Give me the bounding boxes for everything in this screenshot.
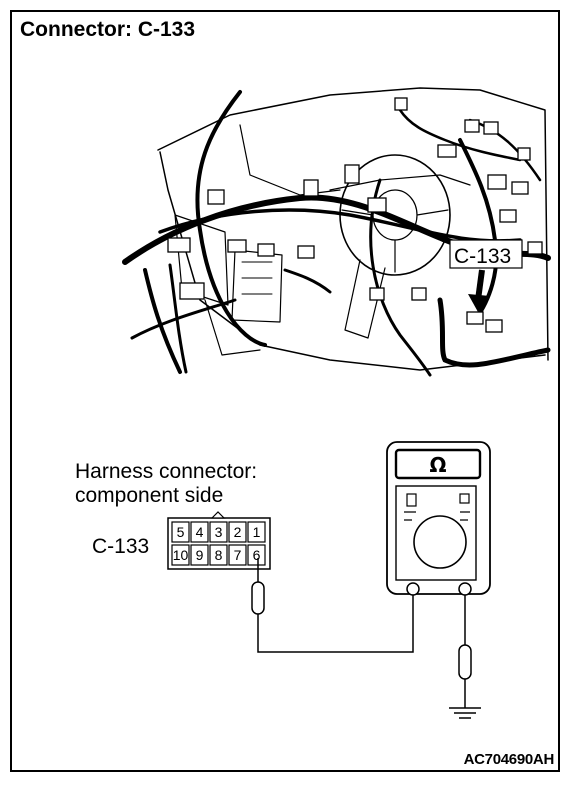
ohmmeter: Ω (386, 441, 491, 596)
pin-number: 8 (215, 547, 223, 563)
pin-number: 1 (253, 524, 261, 540)
connector-block (437, 144, 457, 158)
probe-ground (449, 595, 481, 719)
meter-jack-com (406, 582, 420, 596)
pin-cell (247, 521, 266, 543)
pin-number: 2 (234, 524, 242, 540)
pin-number: 6 (253, 547, 261, 563)
harness-label-line1: Harness connector: (75, 460, 258, 483)
pin-number: 10 (173, 547, 189, 563)
pin-number: 9 (196, 547, 204, 563)
meter-ohm-symbol: Ω (429, 453, 446, 477)
connector-block (367, 197, 387, 213)
meter-switch-right (459, 493, 470, 504)
meter-dial (413, 515, 467, 569)
pin-cell (190, 544, 209, 566)
figure-frame (10, 10, 560, 772)
pin-cell (209, 521, 228, 543)
pin-cell (171, 544, 190, 566)
callout-arrow-head (468, 294, 490, 312)
harness-label-line2: component side (75, 484, 224, 507)
connector-block (483, 121, 499, 135)
connector-block (499, 209, 517, 223)
connector-block (227, 239, 247, 253)
connector-block (466, 311, 484, 325)
connector-block (369, 287, 385, 301)
pin-number: 3 (215, 524, 223, 540)
connector-key (210, 511, 226, 519)
connector-block (297, 245, 315, 259)
connector-block (257, 243, 275, 257)
pin-cell (209, 544, 228, 566)
pin-cell (228, 544, 247, 566)
connector-block (485, 319, 503, 333)
meter-face (395, 485, 477, 581)
page-title: Connector: C-133 (20, 18, 196, 41)
pin-number: 4 (196, 524, 204, 540)
ground-symbol (449, 707, 481, 719)
pin-number: 5 (177, 524, 185, 540)
pin-cell (247, 544, 266, 566)
meter-jack-v (458, 582, 472, 596)
figure-code: AC704690AH (463, 751, 555, 768)
connector-block (464, 119, 480, 133)
meter-switch-left (406, 493, 417, 507)
pin-number: 7 (234, 547, 242, 563)
connector-block (517, 147, 531, 161)
connector-block (487, 174, 507, 190)
connector-label: C-133 (92, 535, 150, 558)
meter-display (394, 448, 482, 480)
probe-left (251, 558, 414, 653)
connector-block (344, 164, 360, 184)
connector-block (511, 181, 529, 195)
connector-block (167, 237, 191, 253)
connector-block (527, 241, 543, 255)
pin-cell (171, 521, 190, 543)
connector-block (179, 282, 205, 300)
callout-label: C-133 (454, 245, 511, 268)
harness-connectors (167, 97, 543, 333)
callout-box (449, 239, 523, 269)
connector-block (411, 287, 427, 301)
pin-cell (190, 521, 209, 543)
pin-cell (228, 521, 247, 543)
connector-block (394, 97, 408, 111)
connector-block (207, 189, 225, 205)
connector-block (303, 179, 319, 197)
